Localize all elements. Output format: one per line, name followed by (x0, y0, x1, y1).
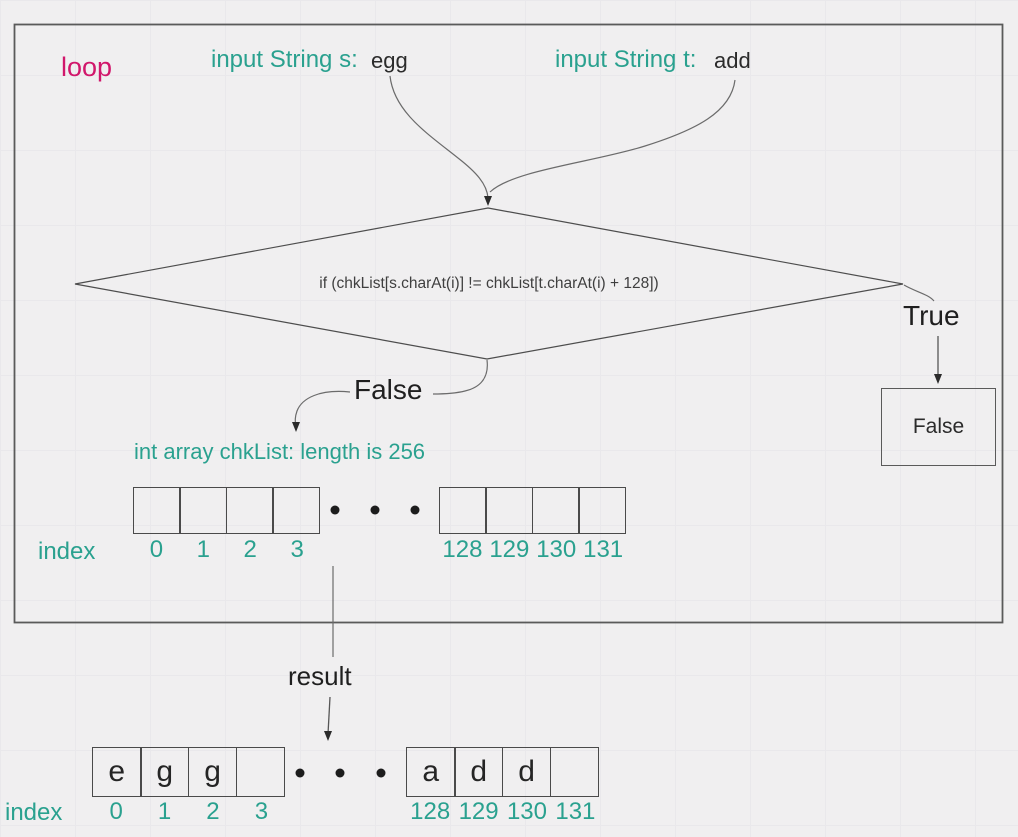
chklist-indices-right: 128 129 130 131 (439, 536, 627, 564)
arrowhead-false-branch (292, 422, 300, 432)
chklist-index: 0 (149, 536, 164, 563)
chklist-cell (485, 487, 534, 534)
chklist-index: 2 (243, 536, 257, 563)
result-cell: g (187, 747, 238, 797)
chklist-cell (133, 487, 181, 534)
chklist-indices-left: 0 1 2 3 (133, 536, 321, 564)
result-cell: d (501, 747, 552, 797)
arrowhead-result (324, 731, 332, 741)
chklist-cell (578, 487, 627, 534)
result-index: 0 (109, 798, 123, 825)
result-cell (235, 747, 286, 797)
chklist-index: 129 (489, 536, 530, 563)
chklist-index: 131 (583, 536, 624, 563)
input-t-label: input String t: (555, 46, 697, 73)
result-arrow (327, 696, 331, 735)
chklist-index: 130 (536, 536, 577, 563)
chklist-cell (439, 487, 487, 534)
true-branch-label: True (903, 300, 960, 331)
result-indices-left: 0 1 2 3 (92, 798, 286, 826)
result-cell: d (453, 747, 504, 797)
input-s-label: input String s: (211, 46, 358, 73)
result-cell: g (139, 747, 190, 797)
result-index: 130 (506, 798, 547, 825)
result-array-right: a d d (406, 747, 600, 797)
chklist-cell (531, 487, 580, 534)
result-cell: a (406, 747, 456, 797)
result-index: 128 (410, 798, 451, 825)
false-branch-tail (432, 359, 488, 395)
chklist-index-label: index (38, 538, 96, 565)
chklist-title: int array chkList: length is 256 (134, 439, 426, 464)
chklist-array-right (439, 487, 627, 534)
result-index: 1 (157, 798, 172, 825)
result-array-left: e g g (92, 747, 286, 797)
result-index-label: index (5, 799, 63, 826)
result-cell (549, 747, 600, 797)
decision-condition-text: if (chkList[s.charAt(i)] != chkList[t.ch… (319, 275, 659, 292)
chklist-index: 1 (196, 536, 211, 563)
chklist-index: 3 (290, 536, 304, 563)
true-branch-tail (903, 284, 935, 302)
false-branch-arrow (294, 390, 351, 428)
result-ellipsis-dots (295, 768, 386, 778)
arrow-from-s (389, 75, 489, 199)
result-label: result (288, 661, 352, 691)
result-index: 3 (254, 798, 269, 825)
arrowhead-true-branch (934, 374, 942, 384)
result-cell: e (92, 747, 142, 797)
input-t-value: add (714, 48, 751, 73)
result-indices-right: 128 129 130 131 (406, 798, 600, 826)
chklist-array-left (133, 487, 321, 534)
result-index: 2 (206, 798, 220, 825)
result-index: 131 (555, 798, 596, 825)
result-index: 129 (458, 798, 499, 825)
chklist-cell (272, 487, 321, 534)
input-s-value: egg (371, 48, 408, 73)
loop-label: loop (61, 52, 113, 82)
chklist-cell (179, 487, 228, 534)
return-false-box: False (881, 388, 996, 466)
chklist-ellipsis-dots (330, 505, 420, 515)
arrow-from-t (489, 79, 736, 193)
return-false-box-label: False (912, 415, 965, 438)
arrowhead-into-diamond (484, 196, 492, 206)
false-branch-label: False (354, 374, 423, 405)
chklist-cell (225, 487, 274, 534)
chklist-index: 128 (442, 536, 483, 563)
